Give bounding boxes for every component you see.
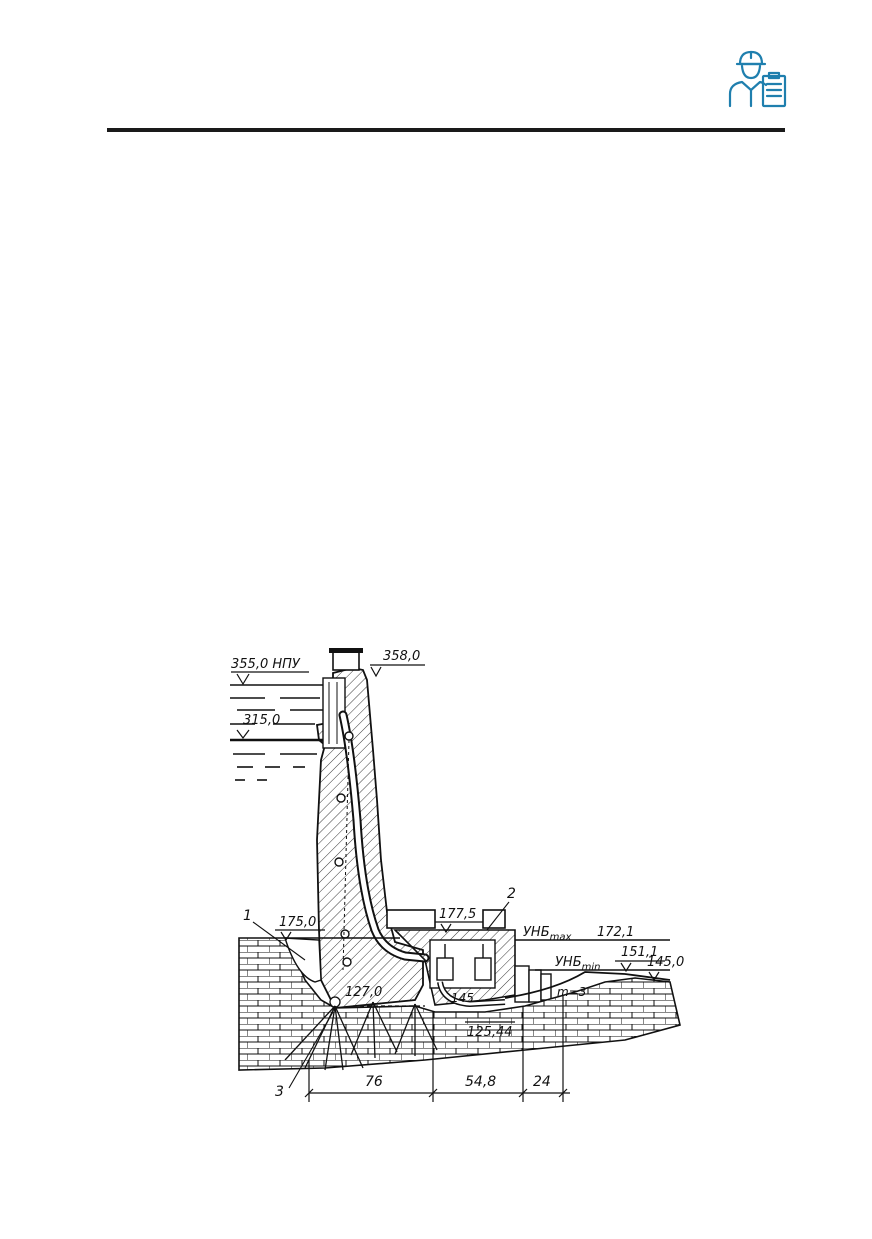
svg-text:315,0: 315,0 [243, 713, 280, 728]
dimension-1: 76 [365, 1074, 383, 1090]
reservoir-water [230, 684, 335, 781]
svg-text:127,0: 127,0 [345, 985, 382, 1000]
svg-text:175,0: 175,0 [279, 915, 316, 930]
slope-label: m=3 [557, 985, 586, 999]
svg-text:151,1: 151,1 [621, 945, 658, 960]
svg-text:УНБmax: УНБmax [523, 925, 571, 943]
level-mark-gallery: 127,0 [345, 985, 382, 1000]
svg-text:m=3: m=3 [557, 985, 586, 999]
svg-text:3: 3 [275, 1084, 284, 1100]
svg-text:355,0 НПУ: 355,0 НПУ [231, 657, 301, 672]
dimension-2: 54,8 [465, 1074, 496, 1090]
grout-curtain [284, 996, 438, 1071]
svg-text:358,0: 358,0 [383, 649, 420, 664]
level-mark-unb-max: УНБmax 172,1 [523, 925, 634, 943]
dam-body [315, 648, 430, 1009]
svg-text:177,5: 177,5 [439, 907, 476, 922]
header-divider [107, 128, 785, 132]
level-mark-dead: 315,0 [236, 713, 280, 739]
tailwater [285, 937, 671, 999]
callout-3: 3 [275, 1011, 334, 1100]
svg-text:145: 145 [451, 991, 474, 1005]
level-mark-powerhouse-top: 177,5 [435, 907, 483, 934]
hydro-plant-cross-section: 355,0 НПУ 358,0 315,0 [225, 640, 685, 1110]
dimension-3: 24 [533, 1074, 551, 1090]
level-mark-left-ground: 175,0 [275, 915, 325, 942]
level-mark-crest: 358,0 [370, 649, 425, 678]
level-mark-draft-tube: 145 [451, 991, 474, 1005]
svg-text:125,44: 125,44 [467, 1025, 513, 1040]
svg-text:172,1: 172,1 [597, 925, 634, 940]
svg-text:УНБmin: УНБmin [555, 955, 600, 973]
svg-text:145,0: 145,0 [647, 955, 684, 970]
dimension-line [304, 995, 570, 1102]
level-mark-foundation: 125,44 [465, 1021, 515, 1040]
engineer-with-clipboard-icon [726, 46, 788, 108]
level-mark-npu: 355,0 НПУ [231, 657, 309, 686]
svg-text:2: 2 [507, 886, 516, 902]
callout-2: 2 [486, 886, 516, 931]
powerhouse [386, 909, 552, 1008]
callout-1: 1 [243, 908, 306, 961]
level-mark-tail-ground: 145,0 [647, 955, 684, 982]
level-mark-unb-min: УНБmin 151,1 [555, 945, 665, 973]
svg-text:1: 1 [243, 908, 252, 924]
